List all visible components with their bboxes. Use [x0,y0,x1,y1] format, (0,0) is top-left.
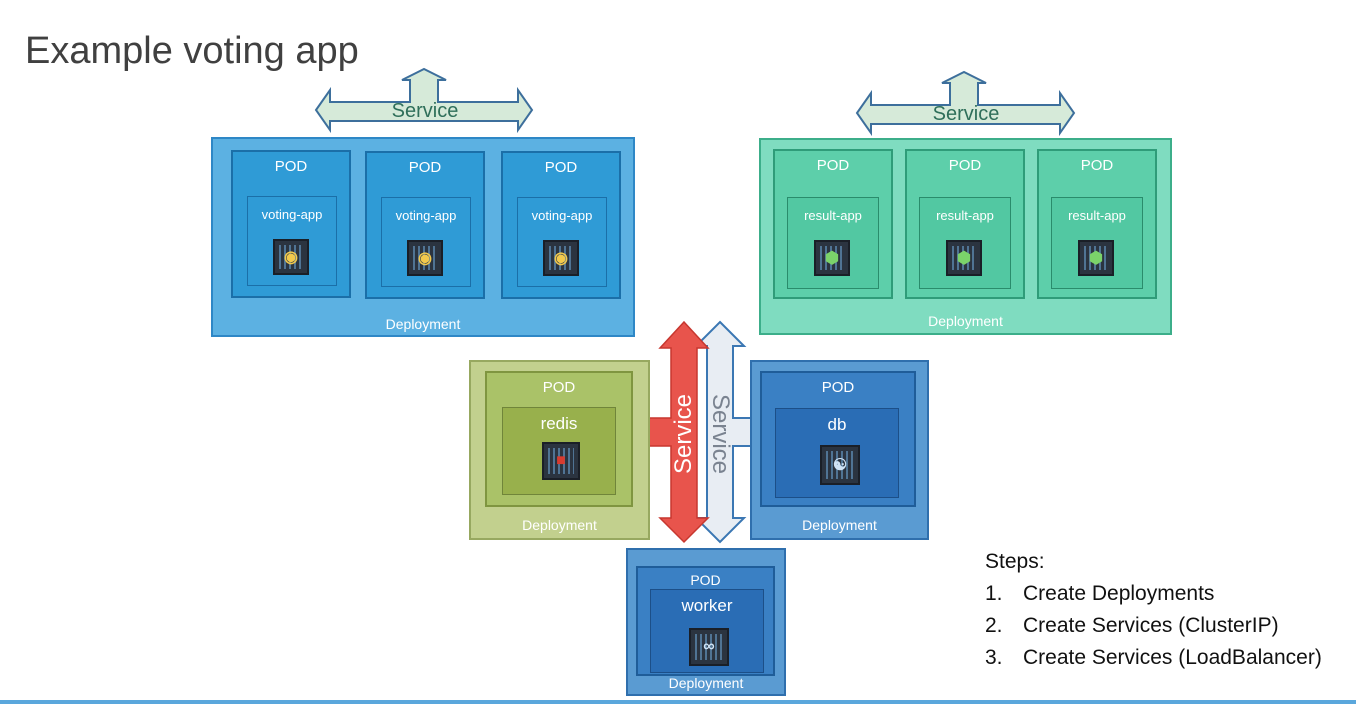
steps-heading: Steps: [985,550,1045,573]
container-label: result-app [1068,208,1126,223]
result-pod: POD result-app ⬢ [1037,149,1157,299]
step-number: 1. [985,582,1003,605]
worker-container: worker ∞ [650,589,764,673]
redis-service-label: Service [670,393,697,475]
container-label: voting-app [395,208,457,223]
step-text: Create Services (ClusterIP) [1023,614,1279,637]
container-label: voting-app [531,208,593,223]
voting-pod: POD voting-app ◉ [365,151,485,299]
nodejs-icon: ⬢ [814,240,850,276]
pod-label: POD [948,157,982,174]
voting-app-container: voting-app ◉ [517,197,607,287]
deployment-label: Deployment [385,316,461,332]
python-icon: ◉ [273,239,309,275]
db-service-label: Service [707,393,734,475]
pod-label: POD [821,379,855,396]
db-pod: POD db ☯ [760,371,916,507]
pod-label: POD [1080,157,1114,174]
python-icon: ◉ [543,240,579,276]
container-label: result-app [804,208,862,223]
voting-app-container: voting-app ◉ [247,196,337,286]
voting-service-arrow [314,67,534,134]
voting-pod: POD voting-app ◉ [501,151,621,299]
step-item: 2. Create Services (ClusterIP) [985,614,1322,638]
result-pod: POD result-app ⬢ [905,149,1025,299]
container-label: result-app [936,208,994,223]
pod-label: POD [544,159,578,176]
result-service-label: Service [932,103,1000,125]
python-icon: ◉ [407,240,443,276]
pod-label: POD [816,157,850,174]
deployment-label: Deployment [522,517,597,533]
result-app-container: result-app ⬢ [787,197,879,289]
result-app-container: result-app ⬢ [1051,197,1143,289]
db-container: db ☯ [775,408,899,498]
voting-pod: POD voting-app ◉ [231,150,351,298]
deployment-label: Deployment [928,313,1003,329]
bottom-rule [0,700,1356,704]
pod-label: POD [274,158,308,175]
redis-service-arrow [610,320,710,544]
result-pod: POD result-app ⬢ [773,149,893,299]
step-number: 2. [985,614,1003,637]
step-text: Create Services (LoadBalancer) [1023,646,1322,669]
worker-pod: POD worker ∞ [636,566,775,676]
dotnet-icon: ∞ [689,628,729,666]
deployment-label: Deployment [802,517,877,533]
postgres-icon: ☯ [820,445,860,485]
redis-icon: ■ [542,442,580,480]
voting-app-container: voting-app ◉ [381,197,471,287]
nodejs-icon: ⬢ [1078,240,1114,276]
slide-title: Example voting app [25,30,359,72]
pod-label: POD [408,159,442,176]
result-service-arrow [855,70,1076,137]
container-label: worker [681,596,733,615]
deployment-label: Deployment [668,675,744,691]
step-number: 3. [985,646,1003,669]
container-label: db [827,415,847,434]
result-app-container: result-app ⬢ [919,197,1011,289]
step-item: 1. Create Deployments [985,582,1322,606]
step-item: 3. Create Services (LoadBalancer) [985,646,1322,670]
container-label: voting-app [261,207,323,222]
step-text: Create Deployments [1023,582,1215,605]
container-label: redis [540,414,578,433]
steps-list: Steps: 1. Create Deployments 2. Create Ser… [985,550,1322,670]
pod-label: POD [542,379,576,396]
redis-container: redis ■ [502,407,616,495]
nodejs-icon: ⬢ [946,240,982,276]
voting-service-label: Service [391,100,459,122]
redis-pod: POD redis ■ [485,371,633,507]
pod-label: POD [690,572,721,588]
